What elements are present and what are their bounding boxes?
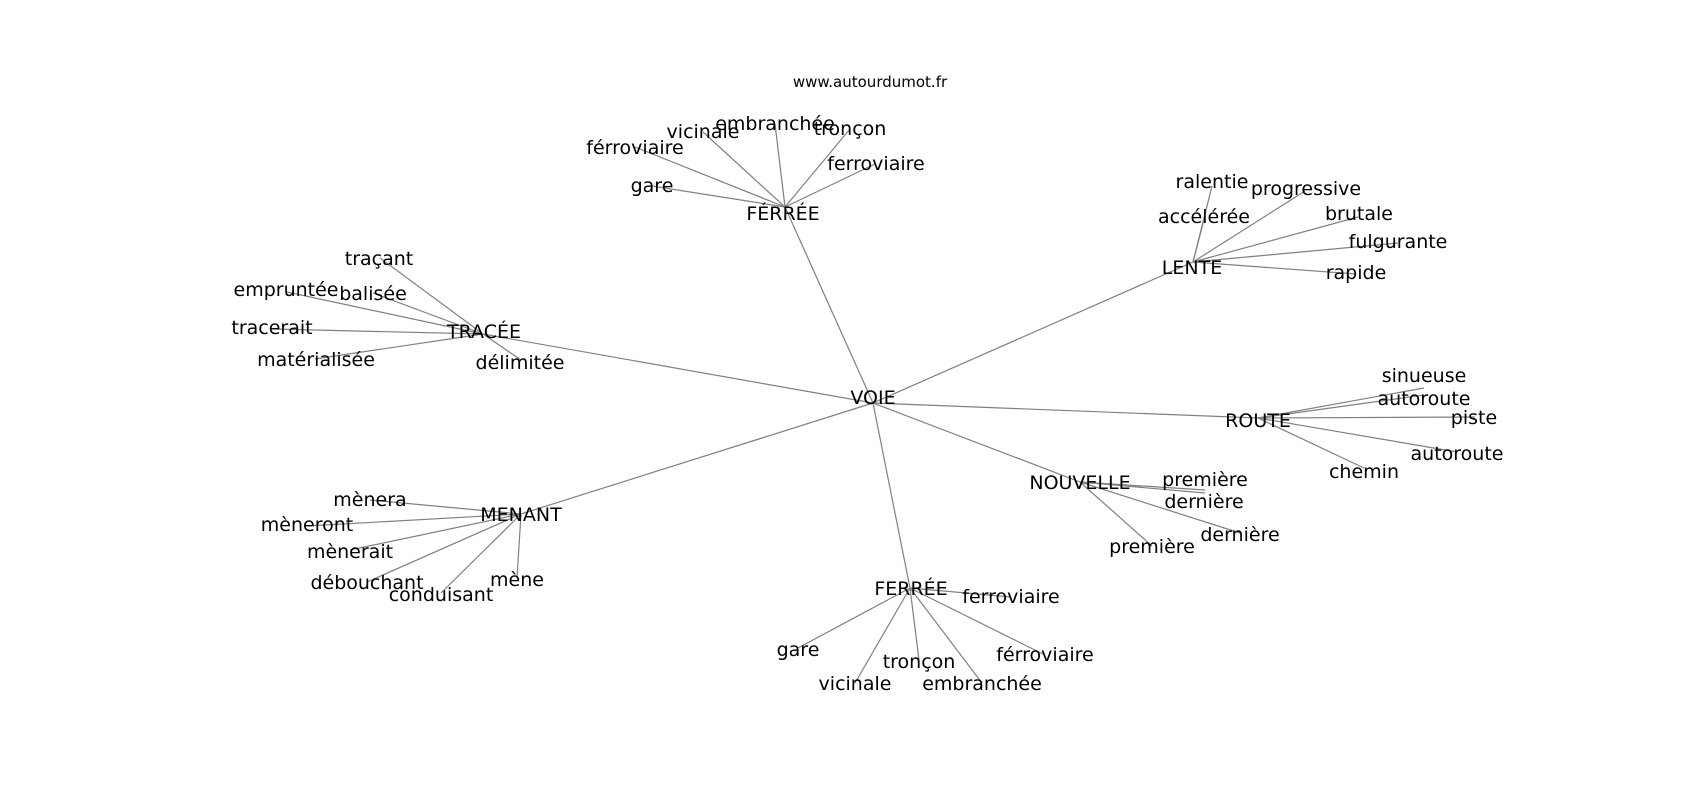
- edge-tracee-empruntee: [286, 291, 484, 335]
- edge-ferree-embranchee: [774, 123, 786, 208]
- leaf-nouvelle-derniere: dernière: [1200, 524, 1279, 546]
- leaf-ferree-gare: gare: [631, 175, 674, 197]
- edge-ferree-embranchee: [909, 587, 983, 684]
- edge-ferree-ferroviaire: [909, 587, 1012, 598]
- edge-center-nouvelle: [872, 402, 1081, 483]
- center-node-voie: VOIE: [850, 387, 895, 409]
- leaf-route-sinueuse: sinueuse: [1382, 365, 1467, 387]
- edge-nouvelle-derniere: [1079, 481, 1206, 494]
- site-url: www.autourdumot.fr: [793, 73, 948, 91]
- edge-ferree-gare: [651, 185, 786, 208]
- leaf-lente-rapide: rapide: [1326, 262, 1387, 284]
- leaf-lente-fulgurante: fulgurante: [1349, 231, 1448, 253]
- edge-ferree-gare: [797, 587, 911, 649]
- edge-menant-menerait: [349, 513, 522, 551]
- leaf-ferree-troncon: tronçon: [883, 651, 956, 673]
- leaf-route-autoroute: autoroute: [1378, 388, 1471, 410]
- leaf-ferree-gare: gare: [777, 639, 820, 661]
- edge-lente-progressive: [1192, 190, 1306, 263]
- leaf-ferree-ferroviaire: férroviaire: [996, 644, 1093, 666]
- edge-menant-meneront: [306, 513, 522, 527]
- edge-ferree-vicinale: [702, 131, 786, 208]
- edge-lente-brutale: [1192, 216, 1359, 263]
- edge-ferree-ferroviaire: [909, 587, 1046, 656]
- leaf-lente-progressive: progressive: [1251, 178, 1361, 200]
- leaf-nouvelle-derniere: dernière: [1164, 491, 1243, 513]
- leaf-tracee-materialisee: matérialisée: [257, 349, 375, 371]
- edge-nouvelle-premiere: [1079, 481, 1153, 547]
- edge-tracee-delimitee: [482, 333, 522, 361]
- edge-route-chemin: [1257, 417, 1365, 469]
- hub-lente: LENTE: [1162, 257, 1222, 279]
- edge-route-sinueuse: [1257, 387, 1425, 419]
- edge-ferree-vicinale: [854, 587, 911, 684]
- edge-ferree-ferroviaire: [634, 146, 786, 208]
- leaf-ferree-ferroviaire: ferroviaire: [827, 153, 924, 175]
- edge-lente-fulgurante: [1192, 242, 1399, 263]
- leaf-nouvelle-premiere: première: [1162, 469, 1248, 491]
- edge-ferree-troncon: [909, 587, 920, 661]
- leaf-menant-debouchant: débouchant: [310, 572, 423, 594]
- leaf-lente-ralentie: ralentie: [1176, 171, 1249, 193]
- leaf-ferree-vicinale: vicinale: [667, 121, 740, 143]
- leaf-tracee-delimitee: délimitée: [476, 352, 565, 374]
- edge-ferree-ferroviaire: [784, 163, 876, 208]
- leaf-route-autoroute: autoroute: [1411, 443, 1504, 465]
- edge-center-route: [872, 402, 1259, 419]
- edge-route-autoroute: [1257, 417, 1458, 453]
- leaf-ferree-ferroviaire: ferroviaire: [962, 586, 1059, 608]
- leaf-ferree-ferroviaire: férroviaire: [586, 137, 683, 159]
- leaf-menant-meneront: mèneront: [261, 514, 353, 536]
- leaf-nouvelle-premiere: première: [1109, 536, 1195, 558]
- edge-nouvelle-derniere: [1079, 481, 1241, 534]
- edge-center-lente: [872, 261, 1194, 404]
- leaf-lente-acceleree: accélérée: [1158, 206, 1250, 228]
- hub-nouvelle: NOUVELLE: [1029, 472, 1130, 494]
- edge-route-piste: [1257, 416, 1476, 419]
- edge-center-menant: [520, 402, 874, 515]
- leaf-tracee-tracerait: tracerait: [231, 317, 312, 339]
- hub-menant: MENANT: [480, 504, 562, 526]
- edge-center-ferree: [784, 206, 874, 404]
- edge-tracee-materialisee: [314, 333, 484, 360]
- edge-tracee-balisee: [372, 292, 484, 335]
- leaf-tracee-tracant: traçant: [345, 248, 414, 270]
- hub-tracee: TRACÉE: [446, 320, 521, 343]
- leaf-ferree-embranchee: embranchée: [922, 673, 1042, 695]
- leaf-route-piste: piste: [1451, 407, 1497, 429]
- leaf-menant-mene: mène: [490, 569, 544, 591]
- edge-menant-conduisant: [440, 513, 522, 594]
- leaf-menant-menera: mènera: [333, 489, 406, 511]
- hub-ferree: FERRÉE: [874, 577, 947, 600]
- edge-tracee-tracant: [379, 257, 484, 335]
- edge-menant-mene: [516, 513, 522, 579]
- edge-center-ferree: [872, 402, 911, 589]
- hub-ferree: FÉRRÉE: [746, 202, 819, 225]
- edge-menant-menera: [369, 499, 522, 515]
- leaf-ferree-vicinale: vicinale: [819, 673, 892, 695]
- hub-route: ROUTE: [1225, 410, 1291, 432]
- leaf-menant-conduisant: conduisant: [389, 584, 494, 606]
- edge-tracee-tracerait: [271, 328, 484, 335]
- edge-route-autoroute: [1257, 394, 1425, 419]
- leaf-menant-menerait: mènerait: [307, 541, 393, 563]
- leaf-tracee-empruntee: empruntée: [234, 279, 339, 301]
- edge-ferree-troncon: [784, 128, 851, 208]
- leaf-ferree-troncon: tronçon: [814, 118, 887, 140]
- edge-menant-debouchant: [366, 513, 522, 583]
- edge-lente-rapide: [1192, 261, 1357, 275]
- leaf-tracee-balisee: balisée: [339, 283, 407, 305]
- leaf-route-chemin: chemin: [1329, 461, 1399, 483]
- leaf-ferree-embranchee: embranchée: [715, 113, 835, 135]
- edge-center-tracee: [482, 333, 874, 404]
- graph-edges: [271, 123, 1476, 684]
- edge-lente-acceleree: [1192, 215, 1206, 263]
- leaf-lente-brutale: brutale: [1325, 203, 1393, 225]
